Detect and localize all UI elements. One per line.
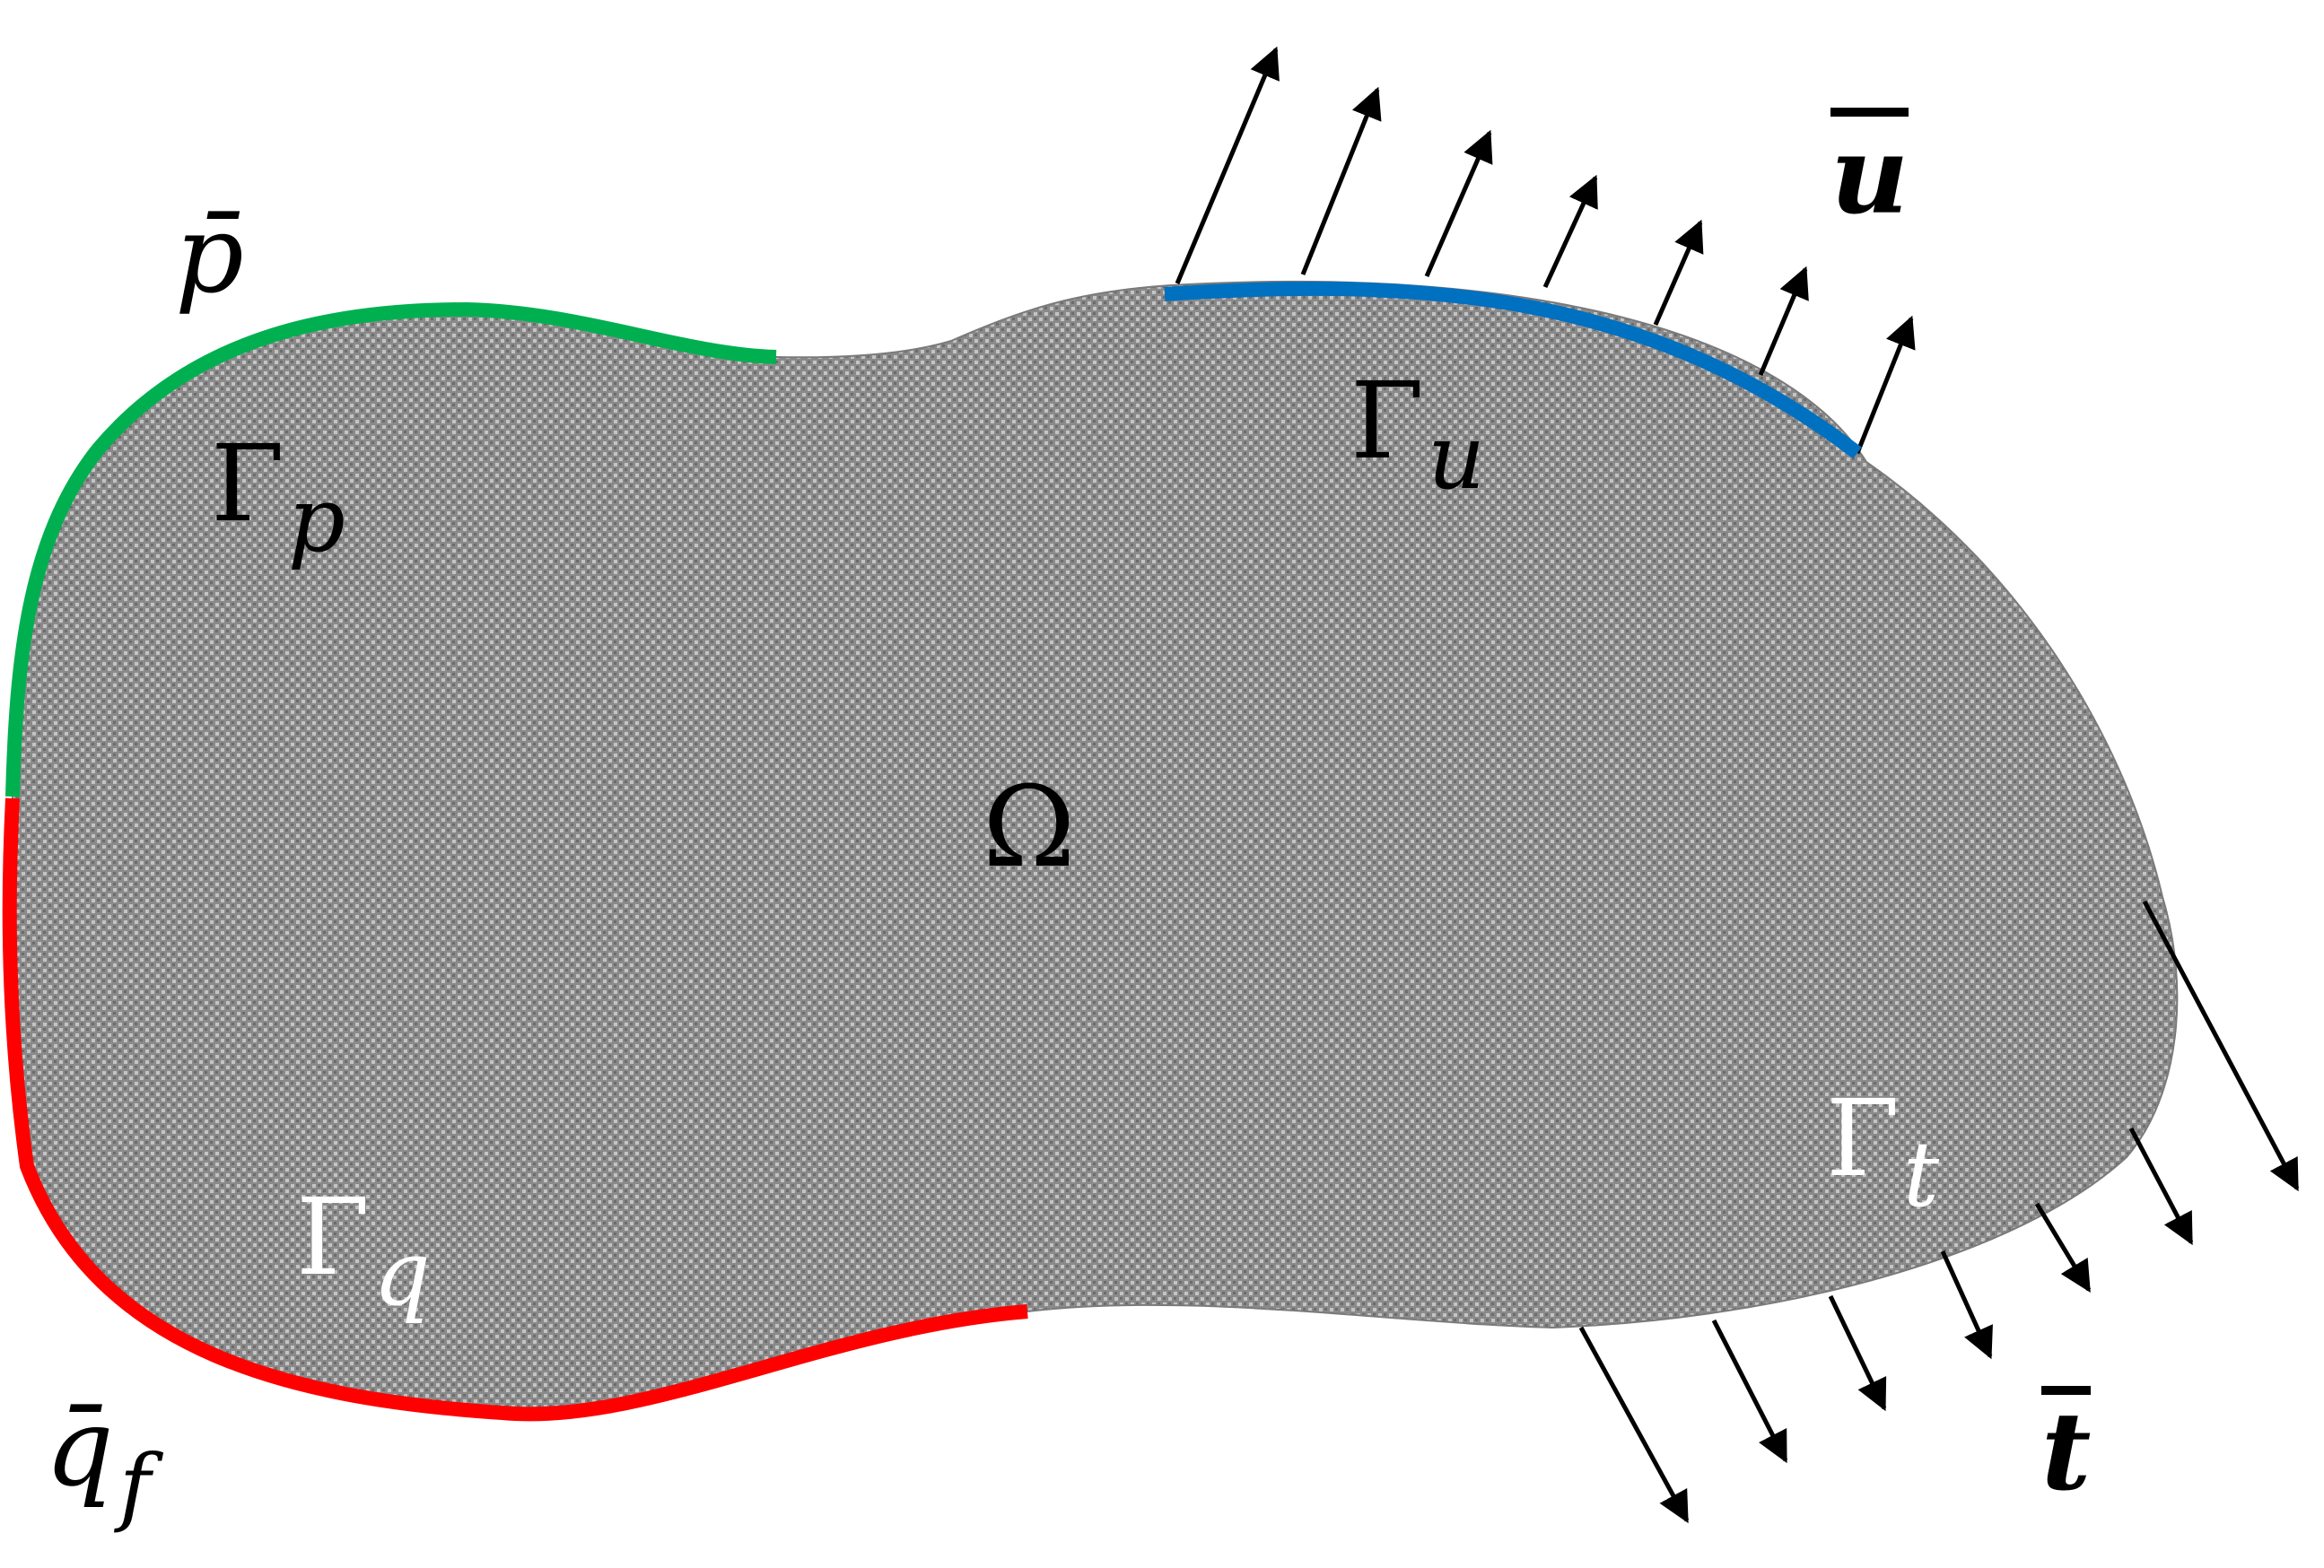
u-arrow-7	[1855, 315, 1916, 454]
t-arrow-7	[1578, 1326, 1690, 1524]
gamma-t-subscript: t	[1902, 1122, 1940, 1227]
gamma-q-subscript: q	[372, 1221, 431, 1326]
u-arrow-2	[1300, 86, 1382, 275]
u-bar-label: u	[1830, 108, 1909, 231]
gamma-q-label: Γq	[296, 1184, 431, 1319]
traction-arrows	[1578, 900, 2300, 1524]
u-arrow-4	[1542, 174, 1598, 289]
displacement-boundary	[1164, 281, 1862, 459]
t-arrow-3	[2034, 1202, 2092, 1293]
gamma-t-label: Γt	[1826, 1085, 1939, 1220]
gamma-u-subscript: u	[1427, 405, 1486, 510]
q-bar-glyph: q̄	[45, 1386, 114, 1511]
gamma-p-subscript: p	[287, 467, 345, 572]
t-arrow-2	[2128, 1127, 2194, 1246]
flux-boundary	[2, 797, 1028, 1422]
gamma-t-symbol: Γ	[1826, 1076, 1900, 1200]
gamma-p-label: Γp	[211, 431, 345, 565]
t-bar-glyph: t	[2041, 1386, 2092, 1506]
gamma-q-symbol: Γ	[296, 1175, 370, 1299]
u-arrow-1	[1175, 46, 1280, 284]
gamma-u-label: Γu	[1350, 368, 1485, 502]
p-bar-label: p̄	[175, 193, 244, 318]
omega-label: Ω	[983, 762, 1076, 893]
displacement-arrows	[1175, 46, 1916, 454]
t-arrow-6	[1711, 1319, 1788, 1464]
u-arrow-3	[1424, 129, 1493, 278]
pressure-boundary	[5, 301, 777, 797]
gamma-p-symbol: Γ	[211, 422, 284, 545]
t-arrow-1	[2142, 900, 2300, 1192]
u-arrow-5	[1653, 219, 1704, 327]
gamma-u-symbol: Γ	[1350, 359, 1424, 483]
t-arrow-4	[1940, 1250, 1993, 1360]
t-arrow-5	[1828, 1294, 1887, 1412]
q-bar-label: q̄f	[45, 1395, 151, 1529]
u-arrow-6	[1758, 266, 1809, 376]
q-bar-subscript: f	[118, 1437, 151, 1536]
u-bar-glyph: u	[1830, 108, 1909, 230]
t-bar-label: t	[2041, 1386, 2092, 1507]
